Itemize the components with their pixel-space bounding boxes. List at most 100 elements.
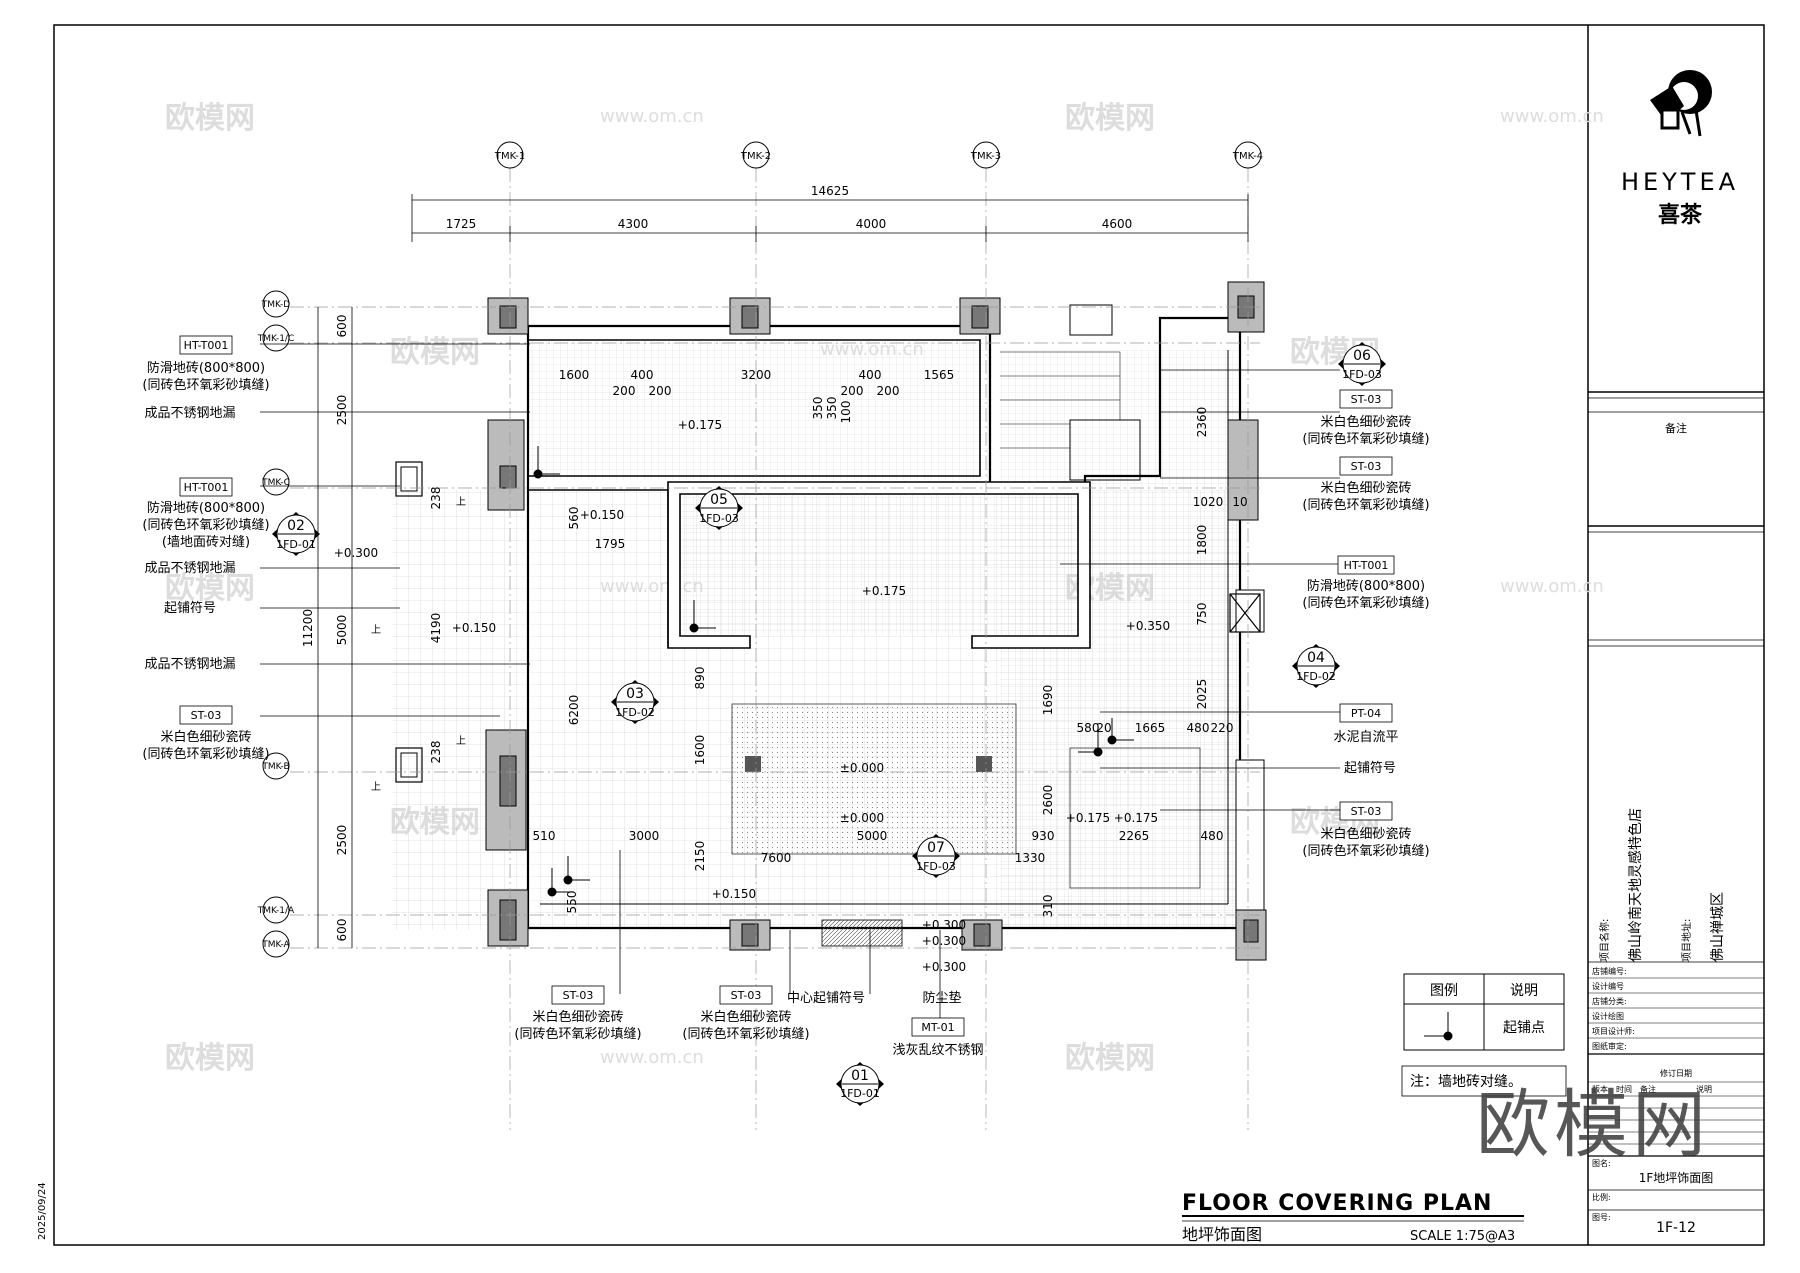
floor-drain [400, 752, 418, 778]
up-mark: 上 [371, 624, 381, 636]
rev-col: 说明 [1696, 1084, 1712, 1094]
watermark-text: 欧模网 [1065, 1041, 1155, 1076]
dim: 1600 [559, 368, 590, 382]
material-desc: 米白色细砂瓷砖 [1320, 414, 1411, 430]
door-box [1229, 593, 1261, 633]
room-interior [682, 496, 1076, 634]
dim: 550 [565, 891, 579, 914]
dim: 480 [1187, 721, 1210, 735]
section-num: 03 [626, 686, 644, 702]
dim-part: 4000 [856, 217, 887, 231]
drawing-no-label: 图号: [1592, 1213, 1611, 1222]
material-desc: 成品不锈钢地漏 [144, 560, 235, 576]
material-code: HT-T001 [184, 481, 229, 494]
elevation-mark: ±0.000 [840, 811, 884, 825]
watermark-text: 欧模网 [165, 101, 255, 136]
scale-label: 比例: [1592, 1192, 1611, 1202]
field-label: 项目设计师: [1592, 1026, 1635, 1036]
material-code: HT-T001 [1344, 559, 1389, 572]
material-code: ST-03 [1351, 805, 1382, 818]
material-desc: (同砖色环氧彩砂填缝) [1302, 595, 1429, 611]
drawing-no: 1F-12 [1656, 1220, 1696, 1236]
drawing-name-label: 图名: [1592, 1158, 1611, 1168]
dim: 480 [1201, 829, 1224, 843]
material-code: ST-03 [1351, 393, 1382, 406]
material-code: PT-04 [1351, 707, 1381, 720]
counter-dotted-area [731, 703, 1017, 855]
dim: 1600 [693, 735, 707, 766]
section-mark-05: 05 1FD-03 [695, 486, 743, 530]
field-label: 设计绘图 [1592, 1011, 1624, 1021]
floor-drain [400, 466, 418, 492]
legend-table: 图例 说明 起铺点 [1403, 973, 1565, 1051]
material-code: ST-03 [731, 989, 762, 1002]
dim-part: 600 [335, 919, 349, 942]
watermark-big: 欧模网 [1476, 1082, 1710, 1168]
field-label: 店铺分类: [1592, 996, 1627, 1006]
sheet-border [53, 24, 1765, 1246]
watermark-url: www.om.cn [600, 106, 704, 127]
material-desc: (墙地面砖对缝) [162, 535, 250, 550]
watermark-text: 欧模网 [165, 1041, 255, 1076]
dim: 350 [811, 397, 825, 420]
material-desc: 防滑地砖(800*800) [1307, 578, 1425, 594]
elevation-mark: ±0.000 [840, 761, 884, 775]
section-ref: 1FD-01 [276, 538, 316, 551]
elevation-mark: +0.175 [1066, 811, 1110, 825]
elevation-mark: +0.150 [712, 887, 756, 901]
dim-part: 2500 [335, 395, 349, 426]
material-desc: (同砖色环氧彩砂填缝) [682, 1026, 809, 1042]
dim: 220 [1211, 721, 1234, 735]
material-desc: 水泥自流平 [1333, 730, 1398, 745]
grid-label: TMK-D [261, 300, 290, 310]
material-code: ST-03 [1351, 460, 1382, 473]
title-cn: 地坪饰面图 [1182, 1225, 1262, 1244]
elevation-mark: +0.300 [334, 546, 378, 560]
dim: 2360 [1195, 407, 1209, 438]
dim: 3000 [629, 829, 660, 843]
dim: 20 [1096, 721, 1111, 735]
elevation-mark: +0.150 [580, 508, 624, 522]
material-desc: 起铺符号 [1344, 760, 1396, 776]
material-code: ST-03 [191, 709, 222, 722]
elevation-mark: +0.300 [922, 934, 966, 948]
grid-label: TMK-3 [970, 151, 1001, 162]
dim: 750 [1195, 603, 1209, 626]
laying-start-points [533, 446, 1134, 897]
dim: 890 [693, 667, 707, 690]
elevation-mark: +0.175 [678, 418, 722, 432]
brand-name-en: HEYTEA [1621, 168, 1739, 196]
dim: 6200 [567, 695, 581, 726]
watermark-url: www.om.cn [600, 1047, 704, 1068]
dim: 400 [859, 368, 882, 382]
elevation-mark: +0.300 [922, 918, 966, 932]
dim: 3200 [741, 368, 772, 382]
annotations-right: ST-03 米白色细砂瓷砖 (同砖色环氧彩砂填缝) ST-03 米白色细砂瓷砖 … [1302, 389, 1430, 859]
dim-part: 5000 [335, 615, 349, 646]
brand-name-cn: 喜茶 [1658, 202, 1703, 228]
floor-drain [395, 461, 423, 497]
right-room [1069, 747, 1201, 889]
annotations-bottom: ST-03 米白色细砂瓷砖 (同砖色环氧彩砂填缝) ST-03 米白色细砂瓷砖 … [514, 985, 984, 1058]
dims-inner: 1600 400 3200 400 1565 200 200 200 200 3… [429, 368, 1248, 917]
dim: 2265 [1119, 829, 1150, 843]
watermark-url: www.om.cn [1500, 576, 1604, 597]
dim-total: 11200 [301, 609, 315, 647]
annotations-left: HT-T001 防滑地砖(800*800) (同砖色环氧彩砂填缝) 成品不锈钢地… [142, 335, 270, 762]
dim: 310 [1041, 895, 1055, 918]
material-desc: 米白色细砂瓷砖 [700, 1009, 791, 1025]
material-desc: (同砖色环氧彩砂填缝) [1302, 497, 1429, 513]
legend-item: 起铺点 [1503, 1020, 1545, 1036]
inner-wall-room [667, 481, 1091, 649]
dim: 1690 [1041, 685, 1055, 716]
up-mark: 上 [456, 496, 466, 508]
elevation-mark: +0.175 [1114, 811, 1158, 825]
material-desc: 防滑地砖(800*800) [147, 500, 265, 516]
dim: 1665 [1135, 721, 1166, 735]
material-desc: 浅灰乱纹不锈钢 [892, 1043, 983, 1058]
tile-area-top [528, 340, 993, 480]
legend-col-header: 图例 [1430, 983, 1458, 999]
dims-left-text: 11200 600 2500 5000 2500 600 [301, 315, 349, 942]
dim: 238 [429, 741, 443, 764]
section-num: 07 [927, 840, 945, 856]
